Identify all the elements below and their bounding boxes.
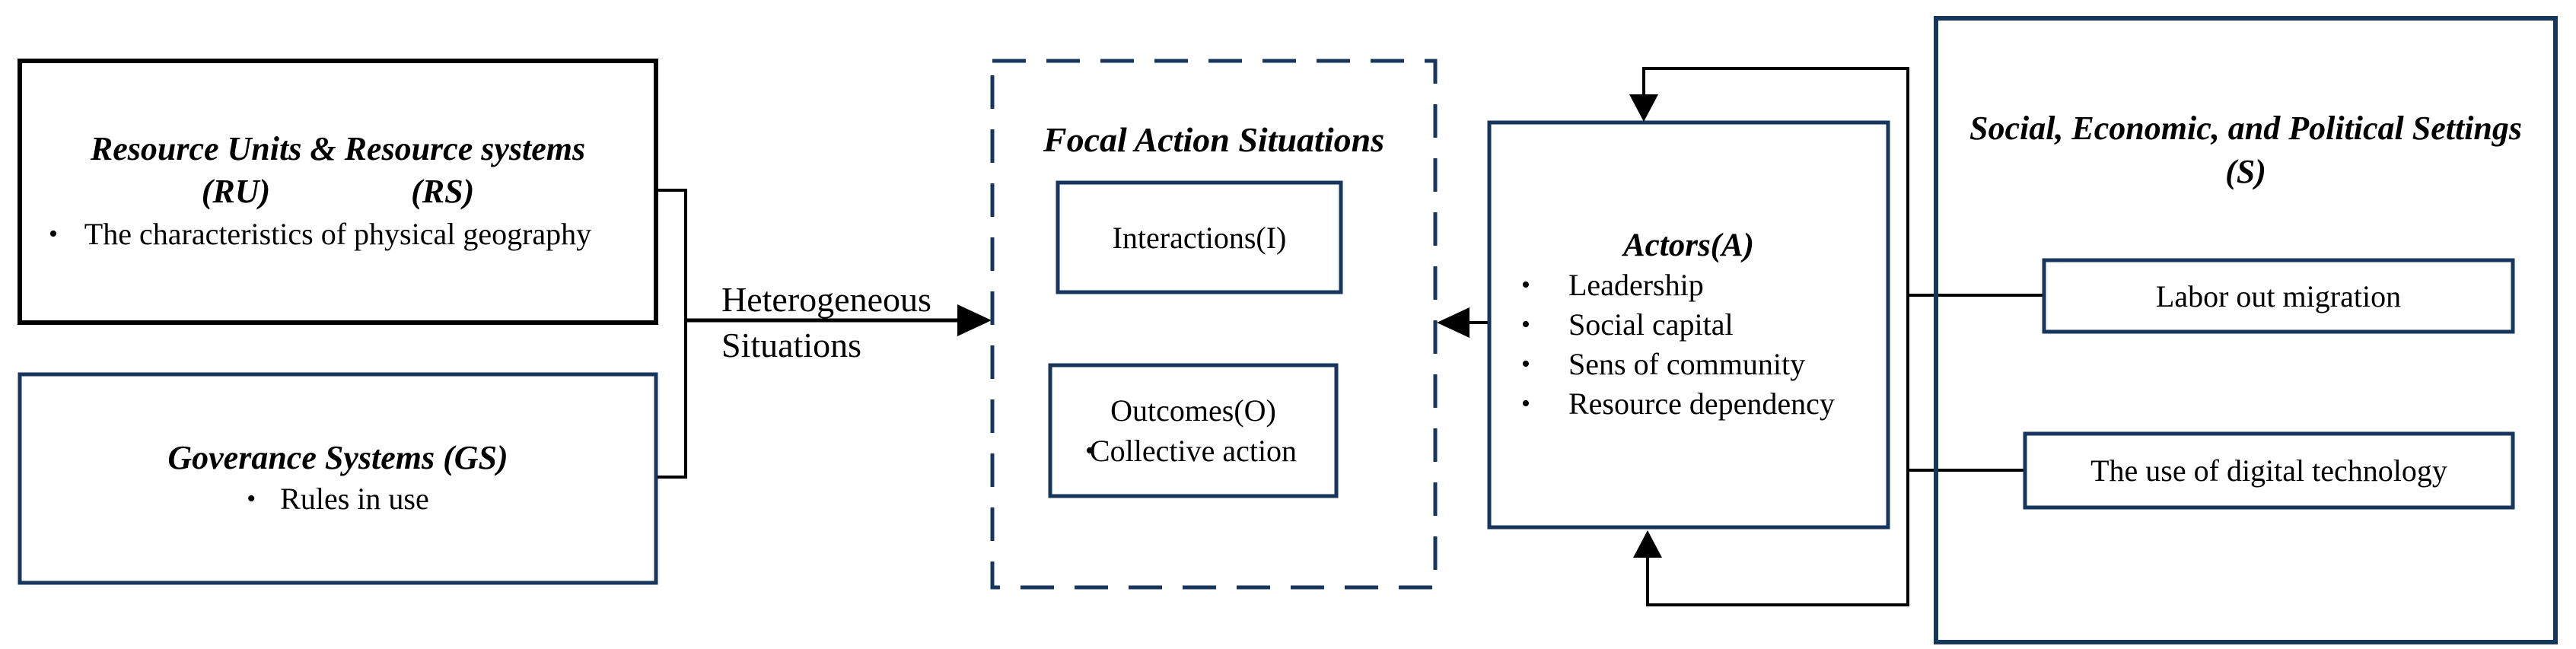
interactions-label: Interactions(I) [1112, 220, 1287, 255]
focal-action-title: Focal Action Situations [1043, 119, 1385, 159]
settings-box-title: Social, Economic, and Political Settings… [1936, 107, 2555, 193]
outcomes-label: Outcomes(O) [1110, 393, 1276, 428]
labor-migration-box: Labor out migration [2044, 260, 2513, 332]
digital-technology-label: The use of digital technology [2090, 453, 2447, 488]
bullet-icon: • [1521, 390, 1530, 418]
rs-abbreviation: (RS) [411, 173, 475, 210]
governance-bullet-text: Rules in use [280, 482, 429, 516]
bullet-icon: • [1085, 437, 1094, 465]
governance-title: Goverance Systems (GS) [167, 439, 508, 476]
focal-action-dashed-border [990, 59, 1438, 590]
resource-units-bullet-row: • The characteristics of physical geogra… [20, 213, 656, 256]
actors-bullet-text: Leadership [1568, 268, 1704, 302]
bullet-icon: • [49, 220, 58, 248]
resource-units-box: Resource Units & Resource systems (RU) (… [20, 61, 656, 323]
resource-units-abbreviations: (RU) (RS) [202, 170, 475, 213]
actors-bullet-text: Resource dependency [1568, 387, 1835, 421]
governance-box: Goverance Systems (GS) • Rules in use [20, 374, 656, 583]
interactions-box-border [1056, 180, 1343, 294]
actors-box: Actors(A) • Leadership • Social capital … [1489, 122, 1888, 527]
settings-to-actors-connector-line [1642, 67, 1909, 606]
digital-box-border [2023, 431, 2515, 510]
actors-title: Actors(A) [1623, 227, 1754, 263]
actors-bullet-list: • Leadership • Social capital • Sens of … [1489, 266, 1888, 424]
left-bracket-connector-line [658, 189, 687, 479]
labor-migration-label: Labor out migration [2155, 278, 2402, 313]
bullet-icon: • [247, 485, 256, 513]
interactions-box: Interactions(I) [1058, 183, 1341, 292]
settings-title-line2: (S) [2225, 153, 2266, 190]
list-item: • Leadership [1489, 266, 1888, 305]
bullet-icon: • [1521, 310, 1530, 339]
outcomes-box: Outcomes(O) • Collective action [1050, 365, 1336, 496]
bullet-icon: • [1521, 271, 1530, 299]
actors-bottom-arrowhead-icon [1633, 530, 1662, 558]
list-item: • Sens of community [1489, 345, 1888, 384]
labor-box-border [2042, 258, 2515, 334]
heterogeneous-label-line2: Situations [721, 326, 862, 364]
actors-to-focal-arrowhead-icon [1437, 307, 1469, 338]
actors-top-arrowhead-icon [1629, 94, 1658, 122]
actors-bullet-text: Sens of community [1568, 347, 1806, 381]
resource-units-title: Resource Units & Resource systems [90, 130, 586, 167]
governance-box-border [18, 372, 658, 585]
bullet-icon: • [1521, 350, 1530, 378]
list-item: • Resource dependency [1489, 384, 1888, 424]
settings-box-border [1934, 16, 2558, 644]
actors-box-border [1487, 120, 1890, 530]
actors-bullet-text: Social capital [1568, 307, 1734, 342]
governance-bullet-row: • Rules in use [247, 479, 428, 520]
outcomes-bullet-text: Collective action [1089, 434, 1298, 468]
ru-abbreviation: (RU) [201, 173, 271, 210]
settings-title-line1: Social, Economic, and Political Settings [1969, 110, 2523, 147]
heterogeneous-label-line1: Heterogeneous [721, 280, 931, 319]
digital-technology-box: The use of digital technology [2025, 434, 2513, 507]
resource-units-bullet-text: The characteristics of physical geograph… [84, 217, 592, 251]
list-item: • Social capital [1489, 305, 1888, 345]
resource-units-box-border [18, 59, 658, 325]
outcomes-box-border [1048, 363, 1339, 498]
heterogeneous-arrowhead-icon [957, 304, 992, 336]
heterogeneous-situations-label: Heterogeneous Situations [721, 277, 1003, 368]
outcomes-bullet-row: • Collective action [1050, 431, 1336, 471]
